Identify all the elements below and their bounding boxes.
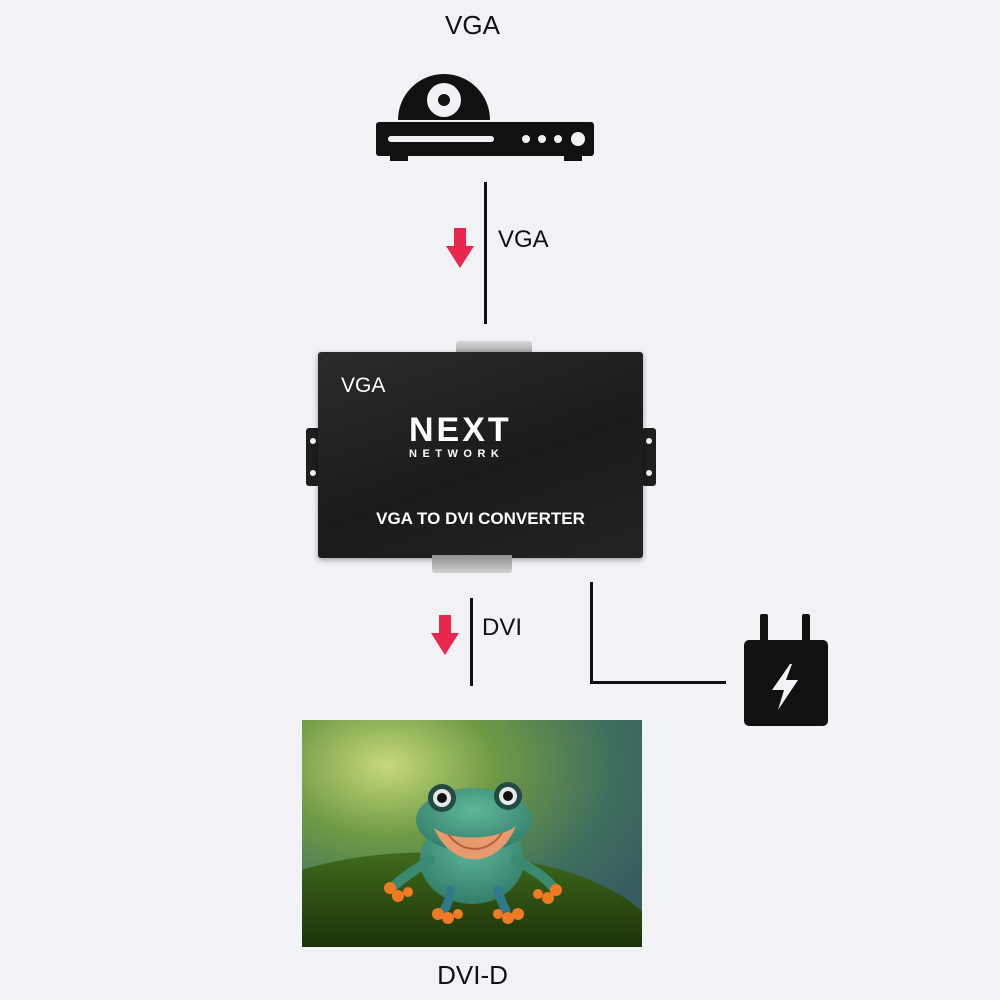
dvi-cable-label: DVI — [482, 614, 523, 641]
vga-cable-line — [484, 182, 487, 324]
arrow-down-icon — [446, 228, 474, 268]
source-label: VGA — [445, 10, 500, 40]
display-image — [302, 720, 642, 947]
vga-port-connector — [456, 341, 532, 355]
converter-title: VGA TO DVI CONVERTER — [376, 509, 585, 528]
dvd-player-icon — [376, 73, 594, 161]
brand-logo-subtitle: NETWORK — [409, 448, 505, 460]
converter-port-label: VGA — [341, 374, 386, 397]
mount-ear-right — [642, 428, 656, 486]
display-label: DVI-D — [437, 960, 508, 990]
dvi-cable-line — [470, 598, 473, 686]
converter-box — [318, 352, 643, 558]
mount-ear-left — [306, 428, 320, 486]
arrow-down-icon — [431, 615, 459, 655]
power-adapter-icon — [744, 614, 828, 726]
dvi-port-connector — [432, 555, 512, 573]
power-cable-horizontal — [590, 681, 726, 684]
vga-cable-label: VGA — [498, 226, 549, 253]
brand-logo: NEXT — [409, 411, 512, 449]
power-cable-vertical — [590, 582, 593, 684]
